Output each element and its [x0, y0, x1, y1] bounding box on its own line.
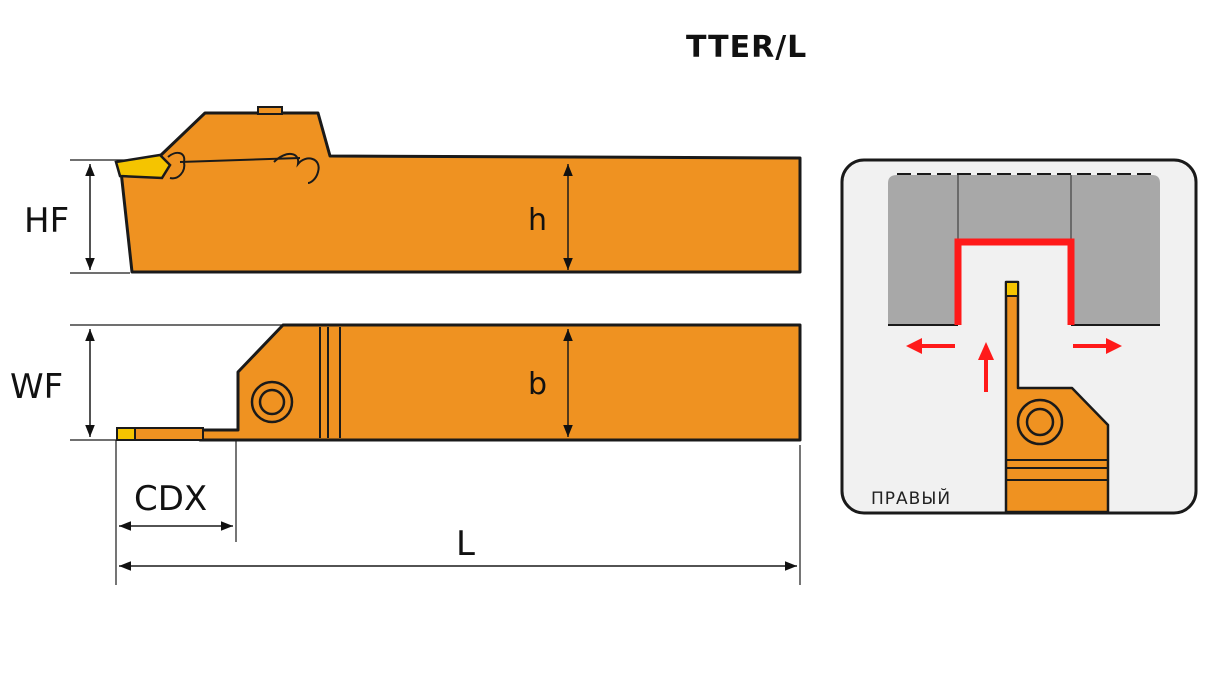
cdx-label: CDX — [134, 479, 207, 519]
diagram-title: TTER/L — [686, 30, 808, 65]
spring-slot — [273, 153, 320, 184]
inset-insert — [1005, 281, 1019, 297]
groove-path — [954, 238, 1075, 325]
insert-top — [116, 427, 136, 441]
slot-line — [179, 157, 301, 163]
arrow-up-icon — [978, 342, 994, 392]
hf-label: HF — [24, 201, 69, 241]
top-view-body — [198, 323, 802, 442]
arrow-right-icon — [1073, 338, 1122, 354]
insert-side — [114, 153, 172, 180]
inset-screw-inner — [1025, 407, 1055, 437]
inset-caption: ПРАВЫЙ — [871, 487, 951, 509]
b-label: b — [528, 367, 547, 402]
inset-screw-outer — [1016, 398, 1064, 446]
clamp-screw-top — [257, 106, 283, 115]
wf-label: WF — [10, 367, 63, 407]
arrow-left-icon — [906, 338, 955, 354]
inset-tool — [1004, 280, 1110, 514]
clamp-screw-inner — [258, 388, 286, 416]
inset-panel: ПРАВЫЙ — [840, 158, 1198, 515]
h-label: h — [528, 203, 547, 238]
workpiece — [888, 175, 1160, 325]
side-view-body — [118, 111, 802, 274]
top-view: WF b CDX L — [10, 323, 802, 585]
chip-curl — [167, 151, 186, 180]
side-view: HF h — [24, 106, 802, 274]
l-label: L — [456, 524, 475, 564]
clamp-screw-outer — [250, 380, 294, 424]
